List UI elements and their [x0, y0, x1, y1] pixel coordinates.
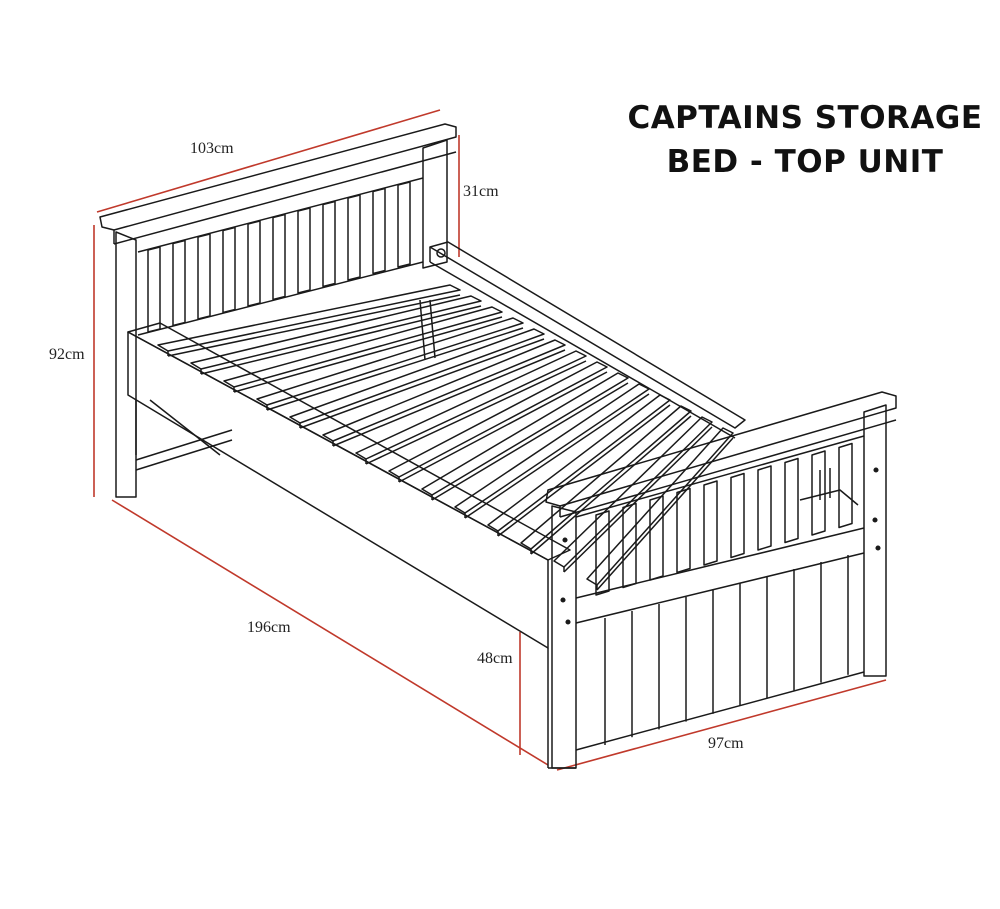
footboard-slat [811, 450, 826, 536]
footboard-slat [757, 465, 772, 551]
headboard-slat [247, 220, 261, 307]
center-support-beam-b [429, 299, 436, 359]
bed-slat-edge-under [299, 338, 545, 429]
bed-slat-edge-under [464, 393, 650, 519]
footboard-slat [730, 472, 745, 559]
headboard-slat [172, 239, 186, 327]
footboard-screw-hole [872, 517, 878, 523]
footboard-slat [649, 495, 664, 581]
left-rail-face [127, 331, 549, 649]
label-headboard-height: 31cm [463, 183, 499, 200]
bed-slat-edge-under [266, 327, 524, 411]
title-line-2: BED - TOP UNIT [666, 144, 944, 180]
headboard-slat [222, 226, 236, 314]
footboard-slat [676, 487, 691, 574]
headboard-left-post [115, 231, 137, 498]
bed-slat-edge-under [365, 360, 587, 465]
bed-slat-edge-under [530, 415, 692, 555]
right-rail-top [429, 241, 746, 429]
label-overall-height: 92cm [49, 346, 85, 363]
footboard-screw-hole [875, 545, 881, 551]
left-rail-under-brace [149, 399, 221, 456]
bed-slat-edge-under [167, 294, 461, 357]
footboard-right-post [863, 404, 887, 677]
bed-slat-edge-under [431, 382, 629, 501]
headboard-slat [297, 207, 311, 294]
right-rail-bolt [436, 248, 446, 258]
footboard-rear-brace [799, 489, 859, 506]
headboard-top-rail-underside [113, 151, 457, 245]
headboard-slat [147, 246, 161, 333]
headboard-left-leg-brace-lower [135, 439, 233, 471]
bed-slat [454, 383, 650, 514]
footboard-top-rail [545, 391, 897, 507]
dim-line-196 [111, 499, 549, 766]
right-rail-lower-edge [429, 261, 736, 439]
title-line-1: CAPTAINS STORAGE [627, 100, 983, 136]
dimension-lines [93, 109, 887, 771]
bed-slat [553, 416, 713, 568]
label-length: 196cm [247, 619, 291, 636]
footboard-top-rail-underside [559, 419, 897, 518]
headboard-left-leg-brace [135, 429, 233, 461]
footboard-slat [595, 510, 610, 596]
headboard-slat [322, 200, 336, 288]
center-support-beam [419, 299, 426, 361]
dim-line-97 [556, 679, 887, 771]
footboard-screw-hole [873, 467, 879, 473]
bed-slat [322, 339, 566, 442]
bed-outline [99, 123, 897, 769]
headboard-slat [272, 213, 286, 301]
headboard-top-rail [99, 123, 457, 231]
bed-slat-edge-under [596, 437, 734, 591]
footboard-left-post [551, 505, 577, 769]
dim-line-103 [96, 109, 441, 213]
bed-slat [586, 427, 734, 586]
bed-slat-edge-under [200, 305, 482, 375]
bed-slat [487, 394, 671, 532]
bed-slat [256, 317, 524, 406]
label-footboard-height: 48cm [477, 650, 513, 667]
footboard-slat [622, 502, 637, 589]
bed-slat-edge-under [332, 349, 566, 447]
footboard-bottom-rail [575, 671, 865, 751]
footboard-inner-top [575, 435, 865, 518]
bed-slat [355, 350, 587, 460]
footboard-slat [838, 442, 853, 529]
bed-slat [223, 306, 503, 388]
footboard-slat [784, 457, 799, 544]
headboard-slat [197, 233, 211, 320]
headboard-right-post [422, 139, 448, 269]
bed-slat-edge-under [497, 404, 671, 537]
footboard-slat [703, 480, 718, 566]
footboard-mid-rail-top [575, 527, 865, 599]
bed-slat [289, 328, 545, 424]
footboard-screw-hole [562, 537, 568, 543]
bed-slat [190, 295, 482, 370]
headboard-slat [397, 181, 411, 268]
bed-slat [388, 361, 608, 478]
bed-slat [520, 405, 692, 550]
footboard-screw-hole [560, 597, 566, 603]
bed-slat [157, 284, 461, 352]
headboard-slat [347, 194, 361, 281]
footboard-screw-hole [565, 619, 571, 625]
label-width: 97cm [708, 735, 744, 752]
label-headboard-width: 103cm [190, 140, 234, 157]
headboard-slat [372, 187, 386, 275]
bed-slat-edge-under [398, 371, 608, 483]
bed-slat [421, 372, 629, 496]
bed-slat-edge-under [233, 316, 503, 393]
footboard-mid-rail-bottom [575, 552, 865, 624]
